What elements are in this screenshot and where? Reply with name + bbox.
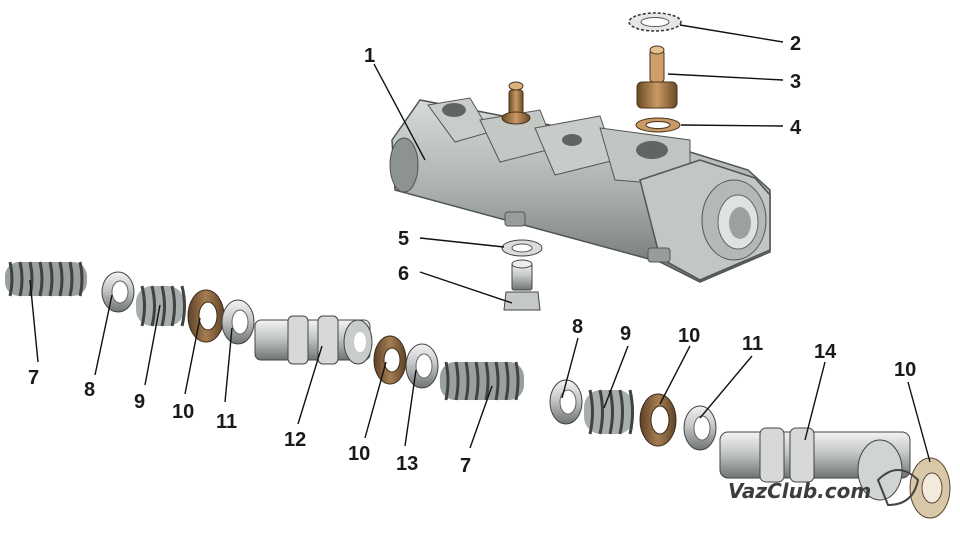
- callout-3: 3: [790, 71, 801, 93]
- cylinder-body: [389, 97, 771, 283]
- vazclub-logo-mark: [876, 469, 920, 507]
- sealing-washer-top: [635, 117, 681, 133]
- callout-14: 14: [814, 341, 837, 363]
- callout-8-left: 8: [84, 379, 95, 401]
- callout-10-right: 10: [678, 325, 700, 347]
- seal-ring-right: [639, 393, 677, 447]
- callout-11-right: 11: [742, 333, 763, 355]
- callout-9-left: 9: [134, 391, 145, 413]
- primary-piston: [254, 315, 373, 365]
- seal-ring-left: [187, 289, 225, 343]
- spring-cup-right: [549, 379, 583, 425]
- watermark-text: VazClub.com: [728, 479, 871, 503]
- lock-washer: [628, 12, 682, 32]
- callout-10-left: 10: [172, 401, 194, 423]
- callout-6: 6: [398, 263, 409, 285]
- callout-8-right: 8: [572, 316, 583, 338]
- seal-ring-end: [909, 457, 951, 519]
- spacer-ring-13: [405, 343, 439, 389]
- callout-7-left: 7: [28, 367, 39, 389]
- sealing-washer-bottom: [501, 239, 543, 257]
- return-spring-left: [5, 261, 87, 297]
- seal-spring-right: [584, 389, 634, 435]
- pressure-switch: [636, 45, 678, 109]
- valve-fitting: [501, 81, 531, 125]
- callout-12: 12: [284, 429, 306, 451]
- callout-7-middle: 7: [460, 455, 471, 477]
- callout-13: 13: [396, 453, 418, 475]
- callout-5: 5: [398, 228, 409, 250]
- callout-labels: 1 2 3 4 5 6 7 8 9 10 11 12 10 13 7 8 9 1…: [28, 33, 916, 477]
- callout-9-right: 9: [620, 323, 631, 345]
- spring-cup-left: [101, 271, 135, 313]
- spacer-ring-right: [683, 405, 717, 451]
- seal-ring-middle: [373, 335, 407, 385]
- leader-lines: [29, 24, 931, 463]
- secondary-piston: [719, 427, 911, 501]
- callout-11-left: 11: [216, 411, 237, 433]
- callout-10-middle: 10: [348, 443, 370, 465]
- callout-10-end: 10: [894, 359, 916, 381]
- callout-4: 4: [790, 117, 802, 139]
- callout-1: 1: [364, 45, 375, 67]
- plug-bolt: [503, 259, 541, 311]
- spacer-ring-left: [221, 299, 255, 345]
- return-spring-middle: [440, 361, 524, 401]
- callout-2: 2: [790, 33, 801, 55]
